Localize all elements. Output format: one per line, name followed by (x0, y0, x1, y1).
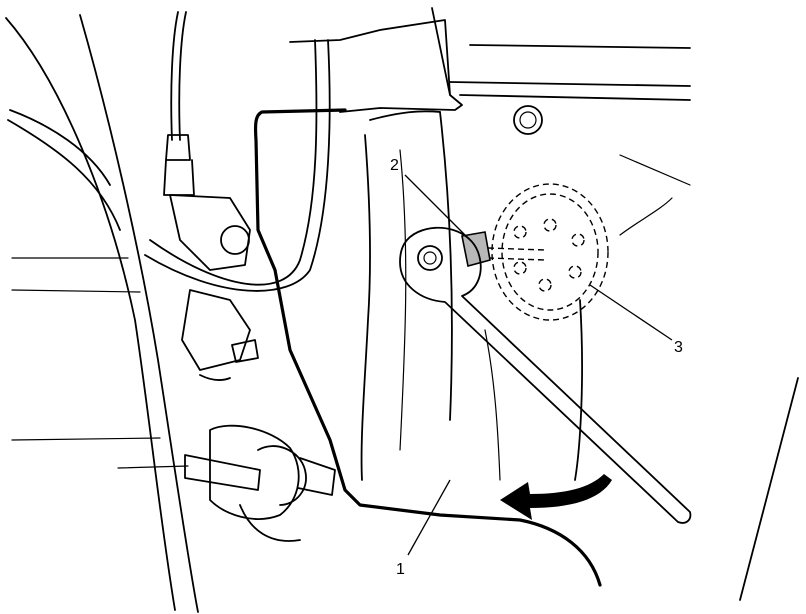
callout-2: 2 (390, 157, 399, 174)
electrical-connector (184, 424, 336, 542)
upper-trim (289, 7, 691, 236)
pump-motor (169, 194, 259, 382)
right-edge-line (739, 377, 799, 601)
washer-hose (144, 11, 331, 292)
callout-1: 1 (396, 561, 405, 578)
callout-leaders (404, 174, 673, 556)
washer-reservoir (253, 108, 602, 587)
curved-arrow-icon (500, 474, 612, 520)
left-body-panel (5, 14, 199, 613)
hidden-mount-outline (487, 183, 609, 321)
ratchet-wrench (399, 226, 692, 524)
callout-3: 3 (674, 339, 683, 356)
